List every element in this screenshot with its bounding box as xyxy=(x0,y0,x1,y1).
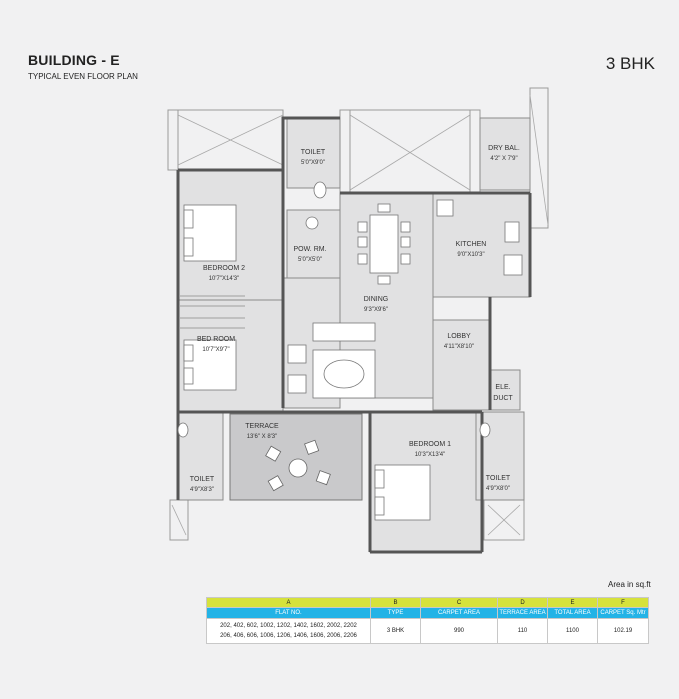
col-letter-e: E xyxy=(547,597,598,608)
dry-bal-dim: 4'2" X 7'9" xyxy=(490,156,517,162)
dining-table xyxy=(369,214,399,274)
table-header-row: FLAT NO. TYPE CARPET AREA TERRACE AREA T… xyxy=(206,607,649,619)
toilet-top-dim: 5'0"X9'0" xyxy=(301,160,325,166)
flat-numbers-cell: 202, 402, 602, 1002, 1202, 1402, 1602, 2… xyxy=(206,618,371,644)
col-letter-a: A xyxy=(206,597,371,608)
header-total-area: TOTAL AREA xyxy=(547,607,598,619)
kitchen-sink xyxy=(504,221,520,243)
kitchen-fridge xyxy=(436,199,454,217)
col-letter-f: F xyxy=(597,597,649,608)
terrace-label: TERRACE xyxy=(245,423,279,430)
header-carpet-sqm: CARPET Sq. Mtr xyxy=(597,607,649,619)
bed-room-label: BED ROOM xyxy=(197,336,235,343)
col-letter-d: D xyxy=(497,597,548,608)
col-letter-b: B xyxy=(370,597,421,608)
dining-label: DINING xyxy=(364,296,389,303)
type-value: 3 BHK xyxy=(370,618,421,644)
ele-label: ELE. xyxy=(495,384,510,391)
terrace-area-value: 110 xyxy=(497,618,548,644)
bedroom-1-dim: 10'3"X13'4" xyxy=(415,452,446,458)
floor-plan-subtitle: TYPICAL EVEN FLOOR PLAN xyxy=(28,72,138,81)
terrace-furniture xyxy=(265,439,331,492)
sofa xyxy=(312,322,376,342)
duct-label: DUCT xyxy=(493,395,513,402)
header-terrace-area: TERRACE AREA xyxy=(497,607,548,619)
pow-rm-dim: 5'0"X5'0" xyxy=(298,257,322,263)
carpet-sqm-value: 102.19 xyxy=(597,618,649,644)
toilet-top-label: TOILET xyxy=(301,149,326,156)
terrace-dim: 13'6" X 8'3" xyxy=(247,434,278,440)
table-letter-row: A B C D E F xyxy=(206,597,649,608)
pow-rm-label: POW. RM. xyxy=(293,246,326,253)
bedroom-2-label: BEDROOM 2 xyxy=(203,265,245,272)
toilet-right-label: TOILET xyxy=(486,475,511,482)
header-carpet-area: CARPET AREA xyxy=(420,607,498,619)
kitchen-hob xyxy=(503,254,523,276)
ele-duct-area xyxy=(489,369,521,411)
lobby-label: LOBBY xyxy=(447,333,471,340)
total-area-value: 1100 xyxy=(547,618,598,644)
floor-plan-drawing: TOILET 5'0"X9'0" DRY BAL. 4'2" X 7'9" PO… xyxy=(167,87,549,554)
flat-numbers-line-2: 206, 406, 606, 1006, 1206, 1406, 1606, 2… xyxy=(220,633,357,639)
toilet-left-label: TOILET xyxy=(190,476,215,483)
col-letter-c: C xyxy=(420,597,498,608)
dry-bal-label: DRY BAL. xyxy=(488,145,520,152)
flat-numbers-line-1: 202, 402, 602, 1002, 1202, 1402, 1602, 2… xyxy=(220,623,357,629)
toilet-left-dim: 4'9"X8'3" xyxy=(190,487,214,493)
terrace-area xyxy=(229,413,363,501)
dining-dim: 9'3"X9'6" xyxy=(364,307,388,313)
flat-type-label: 3 BHK xyxy=(605,54,655,73)
lobby-dim: 4'11"X8'10" xyxy=(444,344,474,350)
kitchen-dim: 9'0"X10'3" xyxy=(457,252,484,258)
toilet-top-area xyxy=(286,117,341,189)
table-row: 202, 402, 602, 1002, 1202, 1402, 1602, 2… xyxy=(206,618,649,644)
building-title: BUILDING - E xyxy=(28,52,120,68)
bed-room-dim: 10'7"X9'7" xyxy=(202,347,229,353)
area-unit-note: Area in sq.ft xyxy=(608,580,651,589)
bedroom-2-dim: 10'7"X14'3" xyxy=(209,276,240,282)
carpet-area-value: 990 xyxy=(420,618,498,644)
top-left-balcony-frame xyxy=(167,109,284,171)
toilet-right-dim: 4'9"X8'0" xyxy=(486,486,510,492)
header-flat-no: FLAT NO. xyxy=(206,607,371,619)
header-type: TYPE xyxy=(370,607,421,619)
dry-balcony-area xyxy=(479,117,531,191)
area-table: A B C D E F FLAT NO. TYPE CARPET AREA TE… xyxy=(206,597,649,644)
kitchen-label: KITCHEN xyxy=(456,241,487,248)
top-center-balcony-frame xyxy=(339,109,481,194)
bedroom-1-label: BEDROOM 1 xyxy=(409,441,451,448)
